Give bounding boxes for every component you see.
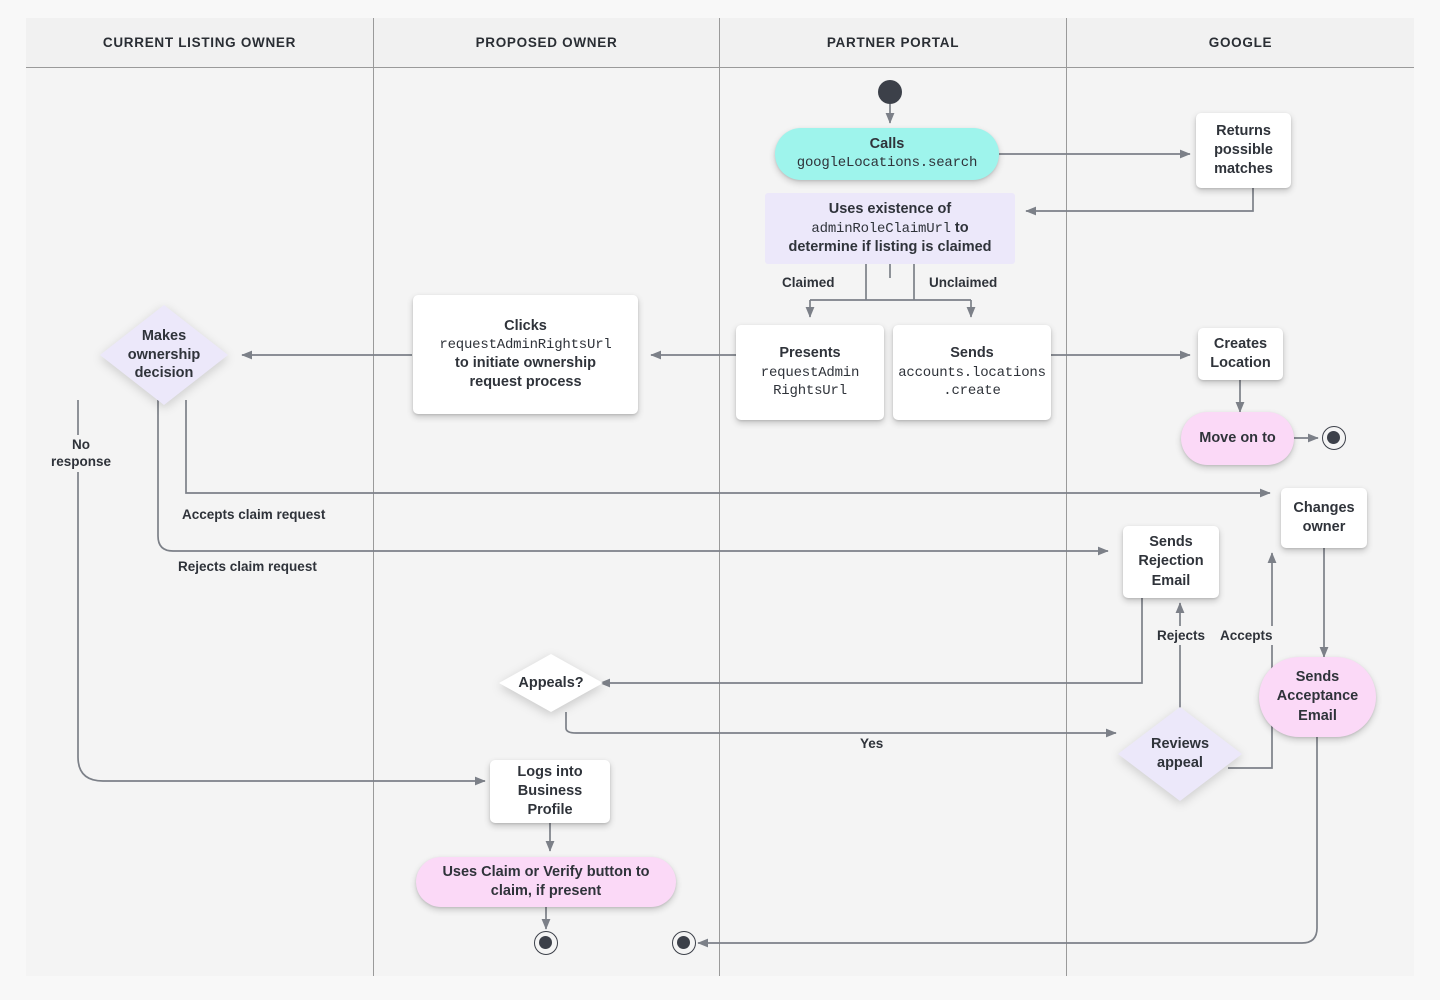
node-line: Sends	[950, 345, 994, 362]
lane-header-label: PROPOSED OWNER	[475, 35, 618, 50]
node-appeals-decision[interactable]: Appeals?	[496, 652, 606, 714]
node-reviews-appeal[interactable]: Reviews appeal	[1116, 705, 1244, 803]
edge-label-rejects-claim-request: Rejects claim request	[174, 557, 321, 577]
lane-header-proposed-owner: PROPOSED OWNER	[374, 18, 720, 68]
node-changes-owner[interactable]: Changes owner	[1281, 488, 1367, 548]
node-line-code: adminRoleClaimUrl	[811, 220, 951, 237]
lane-body-proposed-owner	[374, 68, 720, 976]
node-line-code: requestAdminRightsUrl	[439, 336, 612, 353]
end-node-google	[1322, 426, 1346, 450]
lane-header-label: PARTNER PORTAL	[826, 35, 960, 50]
node-line-code: requestAdmin	[760, 364, 860, 381]
edge-label-no-response: No response	[42, 435, 120, 472]
node-label: Sends Acceptance Email	[1276, 669, 1359, 724]
node-label: Logs into Business Profile	[517, 763, 583, 819]
node-label: Uses Claim or Verify button to claim, if…	[442, 863, 650, 899]
node-line: request process	[469, 374, 582, 391]
node-label: Appeals?	[518, 674, 584, 691]
node-clicks-request-admin-rights-url[interactable]: Clicks requestAdminRightsUrl to initiate…	[413, 295, 638, 414]
start-node	[878, 80, 902, 104]
node-label: Sends Rejection Email	[1138, 534, 1204, 589]
end-node-proposed-owner	[534, 931, 558, 955]
edge-label-unclaimed: Unclaimed	[925, 273, 1002, 293]
edge-label-accepts-claim-request: Accepts claim request	[178, 505, 330, 525]
node-line: to	[950, 219, 969, 236]
node-label: Changes owner	[1293, 499, 1355, 535]
node-label: Reviews appeal	[1150, 736, 1210, 771]
end-node-partner-portal	[672, 931, 696, 955]
lane-header-google: GOOGLE	[1067, 18, 1414, 68]
lane-header-label: CURRENT LISTING OWNER	[102, 35, 297, 50]
node-label: Move on to	[1199, 429, 1276, 446]
node-line-code: .create	[943, 383, 1001, 400]
edge-label-accepts: Accepts	[1216, 626, 1277, 646]
node-sends-accounts-locations-create[interactable]: Sends accounts.locations .create	[893, 325, 1051, 420]
node-label: Makes ownership decision	[127, 327, 201, 382]
node-line: determine if listing is claimed	[788, 239, 992, 256]
node-line: Presents	[779, 345, 841, 362]
edge-label-rejects: Rejects	[1153, 626, 1210, 646]
node-sends-acceptance-email[interactable]: Sends Acceptance Email	[1259, 657, 1376, 737]
node-label: Returns possible matches	[1214, 122, 1273, 178]
node-line: to initiate ownership	[455, 355, 596, 372]
lane-header-label: GOOGLE	[1208, 35, 1273, 50]
node-uses-existence-of-admin-role-claim-url[interactable]: Uses existence of adminRoleClaimUrl to d…	[765, 193, 1015, 264]
node-sends-rejection-email[interactable]: Sends Rejection Email	[1123, 526, 1219, 598]
node-uses-claim-or-verify-button[interactable]: Uses Claim or Verify button to claim, if…	[416, 857, 676, 907]
lane-header-current-listing-owner: CURRENT LISTING OWNER	[26, 18, 374, 68]
node-creates-location[interactable]: Creates Location	[1198, 328, 1283, 380]
node-calls-google-locations-search[interactable]: Calls googleLocations.search	[775, 128, 999, 180]
node-line-code: accounts.locations	[898, 364, 1046, 381]
node-move-on-to[interactable]: Move on to	[1181, 412, 1294, 465]
node-line: Clicks	[504, 317, 547, 334]
node-logs-into-business-profile[interactable]: Logs into Business Profile	[490, 760, 610, 823]
node-returns-possible-matches[interactable]: Returns possible matches	[1196, 113, 1291, 188]
node-presents-request-admin-rights-url[interactable]: Presents requestAdmin RightsUrl	[736, 325, 884, 420]
lane-header-partner-portal: PARTNER PORTAL	[720, 18, 1067, 68]
node-line: Uses existence of	[828, 200, 952, 217]
node-line-code: googleLocations.search	[796, 155, 978, 172]
edge-label-yes: Yes	[856, 734, 888, 754]
edge-label-claimed: Claimed	[778, 273, 839, 293]
node-label: Creates Location	[1210, 335, 1271, 371]
node-makes-ownership-decision[interactable]: Makes ownership decision	[98, 303, 230, 407]
node-line-code: RightsUrl	[773, 383, 847, 400]
node-line: Calls	[869, 136, 905, 153]
